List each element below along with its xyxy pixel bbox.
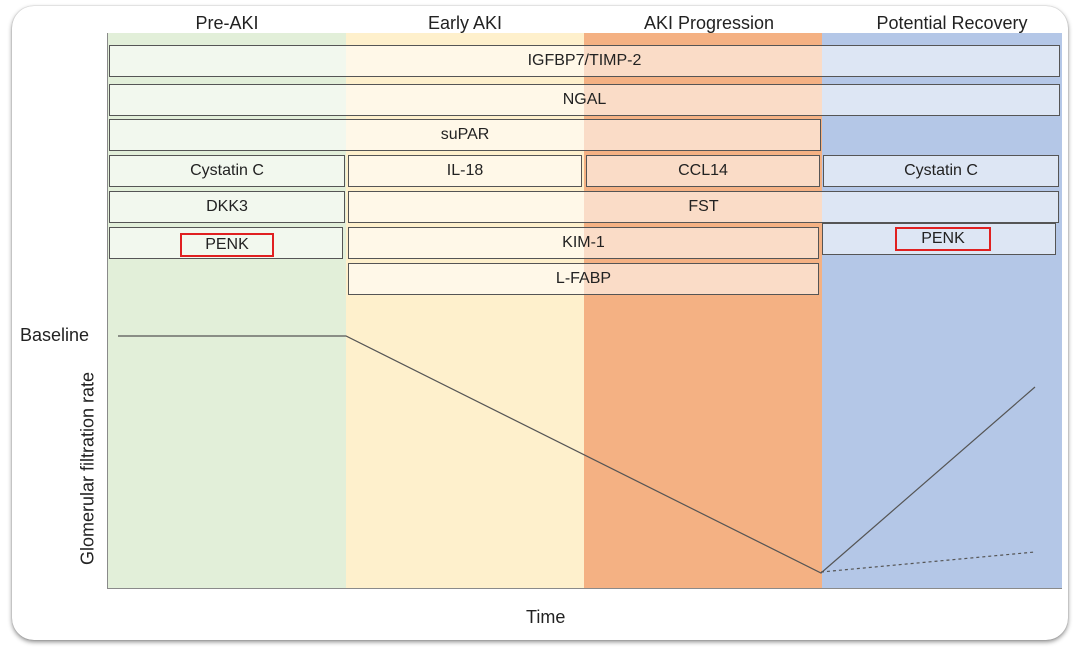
phase-label-aki-progression: AKI Progression: [643, 13, 775, 33]
y-axis-line: [107, 33, 108, 589]
biomarker-bar-ngal: NGAL: [109, 84, 1060, 116]
biomarker-bar-igfbp7-timp2: IGFBP7/TIMP-2: [109, 45, 1060, 77]
phase-label-early-aki: Early AKI: [427, 13, 503, 33]
biomarker-bar-kim1: KIM-1: [348, 227, 819, 259]
biomarker-bar-dkk3: DKK3: [109, 191, 345, 223]
biomarker-penk-pre-highlight: PENK: [180, 233, 274, 257]
phase-potential-recovery-band: [822, 33, 1062, 588]
biomarker-bar-cystatin-c-recovery: Cystatin C: [823, 155, 1059, 187]
baseline-label: Baseline: [20, 325, 90, 345]
phase-label-pre-aki: Pre-AKI: [195, 13, 259, 33]
x-axis-label: Time: [526, 607, 566, 627]
gfr-partial-recovery-dashed-line: [820, 551, 1036, 573]
biomarker-bar-fst: FST: [348, 191, 1059, 223]
biomarker-penk-recovery-highlight: PENK: [895, 227, 991, 251]
biomarker-bar-ccl14: CCL14: [586, 155, 820, 187]
gfr-decline-line: [118, 335, 1036, 574]
biomarker-bar-supar: suPAR: [109, 119, 821, 151]
y-axis-label: Glomerular filtration rate: [77, 371, 98, 566]
phase-label-potential-recovery: Potential Recovery: [876, 13, 1028, 33]
biomarker-bar-cystatin-c-pre: Cystatin C: [109, 155, 345, 187]
biomarker-bar-il18: IL-18: [348, 155, 582, 187]
biomarker-bar-penk-pre: [109, 227, 343, 259]
x-axis-line: [107, 588, 1062, 589]
biomarker-bar-l-fabp: L-FABP: [348, 263, 819, 295]
